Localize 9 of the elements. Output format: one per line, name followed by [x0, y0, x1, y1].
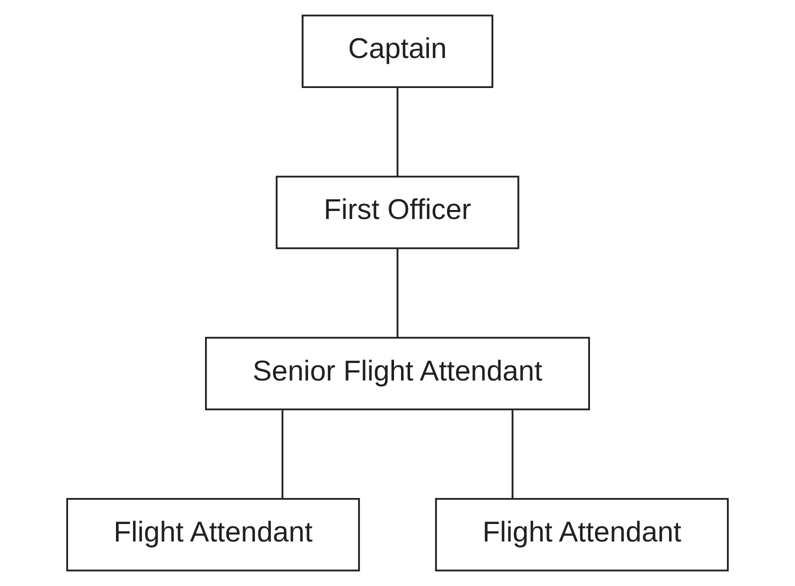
- connector: [396, 88, 398, 177]
- connector: [512, 410, 514, 499]
- node-box: First Officer: [276, 176, 520, 250]
- node-box: Flight Attendant: [66, 498, 360, 572]
- connector: [396, 249, 398, 338]
- node-box: Flight Attendant: [435, 498, 729, 572]
- connector: [282, 410, 284, 499]
- node-box: Senior Flight Attendant: [205, 336, 590, 410]
- node-box: Captain: [302, 14, 494, 88]
